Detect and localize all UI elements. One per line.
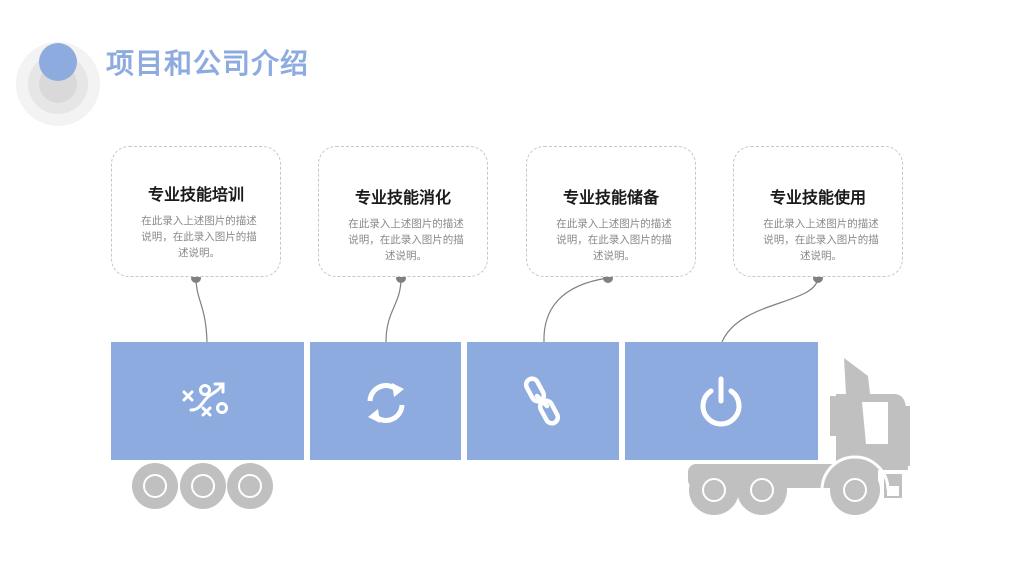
- truck-cab: [830, 358, 910, 498]
- cargo-block-digestion: [310, 342, 461, 460]
- title-decoration-icon: [16, 42, 100, 126]
- trailer-wheels: [132, 463, 273, 509]
- cargo-block-training: [111, 342, 304, 460]
- cargo-block-usage: [625, 342, 818, 460]
- truck-wheels: [689, 455, 890, 515]
- card-description: 在此录入上述图片的描述说明，在此录入图片的描述说明。: [556, 218, 672, 262]
- card-training: 专业技能培训 在此录入上述图片的描述说明，在此录入图片的描述说明。: [111, 146, 281, 277]
- card-description: 在此录入上述图片的描述说明，在此录入图片的描述说明。: [348, 218, 464, 262]
- refresh-icon: [367, 383, 405, 423]
- chain-link-icon: [523, 376, 561, 426]
- card-digestion: 专业技能消化 在此录入上述图片的描述说明，在此录入图片的描述说明。: [318, 146, 488, 277]
- page-title: 项目和公司介绍: [106, 47, 310, 80]
- card-reserve: 专业技能储备 在此录入上述图片的描述说明，在此录入图片的描述说明。: [526, 146, 696, 277]
- card-title: 专业技能储备: [562, 188, 659, 207]
- cargo-block-reserve: [467, 342, 619, 460]
- card-description: 在此录入上述图片的描述说明，在此录入图片的描述说明。: [763, 218, 879, 262]
- card-title: 专业技能培训: [147, 185, 244, 204]
- strategy-icon: [182, 382, 228, 417]
- card-description: 在此录入上述图片的描述说明，在此录入图片的描述说明。: [141, 215, 257, 259]
- card-usage: 专业技能使用 在此录入上述图片的描述说明，在此录入图片的描述说明。: [733, 146, 903, 277]
- card-title: 专业技能使用: [769, 188, 866, 207]
- card-title: 专业技能消化: [354, 188, 451, 207]
- power-icon: [700, 376, 742, 427]
